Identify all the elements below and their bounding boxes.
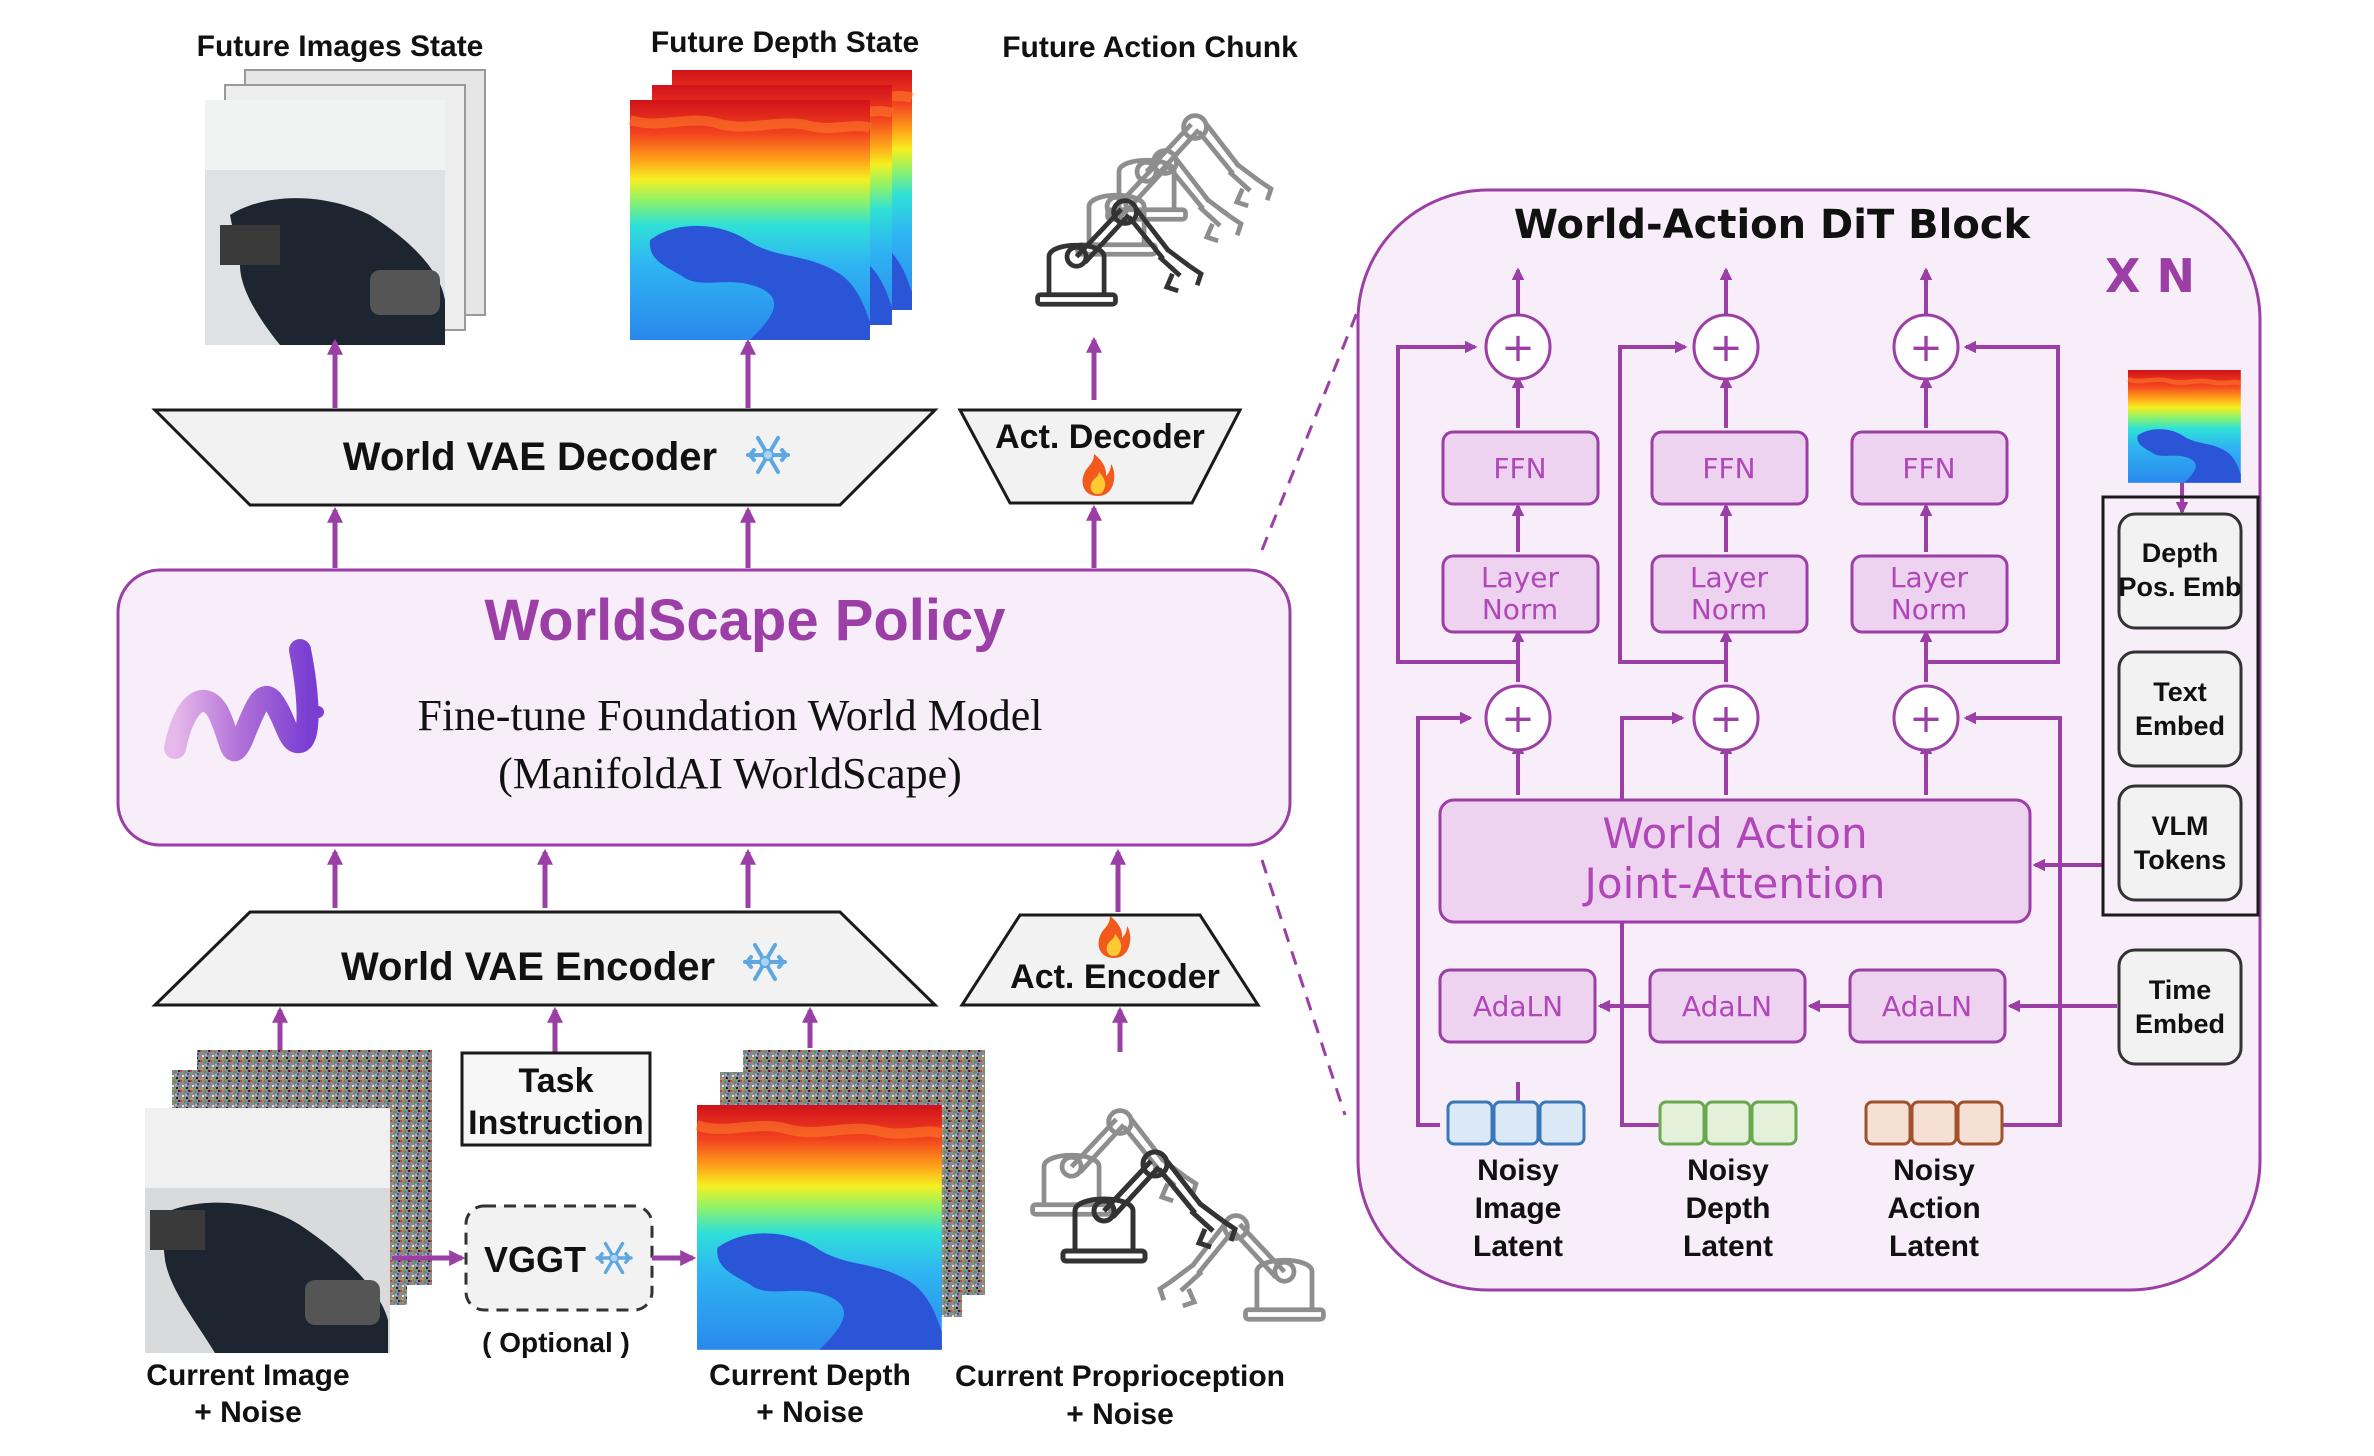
joint-attention-box: World Action Joint-Attention (1438, 798, 2032, 924)
svg-text:Image: Image (1475, 1192, 1562, 1225)
depth-pos-emb-thumbnail (2128, 370, 2241, 483)
time-embed-box: Time Embed (2117, 948, 2243, 1066)
noisy-action-latent (1864, 1100, 2004, 1146)
world-vae-encoder: World VAE Encoder (151, 910, 939, 1007)
svg-text:Task: Task (519, 1062, 594, 1100)
svg-text:Noisy: Noisy (1893, 1154, 1975, 1187)
repeat-label: X N (2105, 249, 2195, 303)
current-image-label-2: + Noise (194, 1396, 302, 1429)
task-instruction-box: Task Instruction (460, 1051, 652, 1147)
ffn-label: FFN (1702, 452, 1755, 485)
future-depth-label: Future Depth State (651, 26, 919, 59)
layernorm-label-1: Layer (1890, 561, 1969, 594)
policy-subtitle-2: (ManifoldAI WorldScape) (498, 749, 962, 798)
current-image-stack (145, 1050, 432, 1353)
worldscape-policy-box: WorldScape Policy Fine-tune Foundation W… (116, 568, 1292, 847)
svg-text:VLM: VLM (2152, 811, 2209, 841)
ffn-label: FFN (1902, 452, 1955, 485)
svg-text:Embed: Embed (2135, 711, 2225, 741)
svg-text:+: + (1709, 696, 1743, 742)
current-proprio-label-1: Current Proprioception (955, 1360, 1285, 1393)
svg-text:Latent: Latent (1889, 1230, 1979, 1263)
svg-text:Depth: Depth (1686, 1192, 1771, 1225)
worldscape-logo (164, 639, 324, 762)
svg-text:+: + (1909, 696, 1943, 742)
world-vae-decoder: World VAE Decoder (151, 408, 939, 507)
layernorm-label-2: Norm (1891, 593, 1967, 626)
robot-arm-icon (1078, 116, 1271, 255)
dit-block-title: World-Action DiT Block (1514, 202, 2032, 248)
noisy-depth-latent (1658, 1100, 1798, 1146)
svg-text:+: + (1501, 325, 1535, 371)
act-encoder: Act. Encoder (959, 913, 1261, 1007)
policy-title: WorldScape Policy (484, 588, 1005, 653)
future-images-stack (205, 69, 486, 345)
act-decoder: Act. Decoder (957, 408, 1243, 505)
current-depth-stack (697, 1050, 985, 1350)
policy-subtitle-1: Fine-tune Foundation World Model (417, 691, 1042, 740)
layernorm-label-1: Layer (1690, 561, 1769, 594)
svg-text:Latent: Latent (1473, 1230, 1563, 1263)
svg-text:Tokens: Tokens (2134, 845, 2227, 875)
vggt-box: VGGT (464, 1204, 654, 1312)
dit-column-depth: + FFN Layer Norm + AdaLN Noisy Depth Lat… (1618, 267, 1809, 1263)
future-action-label: Future Action Chunk (1002, 31, 1298, 64)
adaln-label: AdaLN (1682, 990, 1772, 1023)
svg-text:Action: Action (1887, 1192, 1980, 1225)
svg-text:+: + (1909, 325, 1943, 371)
adaln-label: AdaLN (1473, 990, 1563, 1023)
future-depth-stack (630, 70, 912, 340)
svg-text:Noisy: Noisy (1687, 1154, 1769, 1187)
svg-text:Time: Time (2149, 975, 2212, 1005)
svg-text:Joint-Attention: Joint-Attention (1582, 859, 1886, 908)
svg-text:Act. Encoder: Act. Encoder (1010, 958, 1220, 996)
text-embed-box: Text Embed (2117, 650, 2243, 768)
layernorm-label-2: Norm (1482, 593, 1558, 626)
noisy-image-latent (1446, 1100, 1586, 1146)
vlm-tokens-box: VLM Tokens (2117, 784, 2243, 902)
svg-text:Depth: Depth (2142, 538, 2219, 568)
svg-text:Latent: Latent (1683, 1230, 1773, 1263)
svg-text:World Action: World Action (1602, 809, 1867, 858)
svg-text:VGGT: VGGT (484, 1239, 586, 1280)
dit-column-image: + FFN Layer Norm + AdaLN Noisy Image Lat… (1396, 267, 1600, 1263)
dit-column-action: + FFN Layer Norm + AdaLN Noisy Action La… (1848, 267, 2062, 1263)
future-images-label: Future Images State (197, 30, 484, 63)
optional-label: ( Optional ) (482, 1327, 630, 1358)
svg-text:Embed: Embed (2135, 1009, 2225, 1039)
layernorm-label-2: Norm (1691, 593, 1767, 626)
svg-text:Instruction: Instruction (468, 1104, 644, 1142)
current-depth-label-1: Current Depth (709, 1359, 911, 1392)
svg-text:Text: Text (2153, 677, 2207, 707)
depth-pos-emb-box: Depth Pos. Emb (2117, 512, 2243, 630)
current-image-label-1: Current Image (146, 1359, 349, 1392)
current-proprio-label-2: + Noise (1066, 1398, 1174, 1431)
svg-text:Act. Decoder: Act. Decoder (995, 418, 1205, 456)
adaln-label: AdaLN (1882, 990, 1972, 1023)
svg-text:Pos. Emb: Pos. Emb (2118, 572, 2241, 602)
svg-text:Noisy: Noisy (1477, 1154, 1559, 1187)
svg-text:World VAE Encoder: World VAE Encoder (341, 945, 715, 989)
svg-text:World VAE Decoder: World VAE Decoder (343, 435, 717, 479)
current-depth-label-2: + Noise (756, 1396, 864, 1429)
ffn-label: FFN (1493, 452, 1546, 485)
layernorm-label-1: Layer (1481, 561, 1560, 594)
svg-text:+: + (1709, 325, 1743, 371)
svg-text:+: + (1501, 696, 1535, 742)
